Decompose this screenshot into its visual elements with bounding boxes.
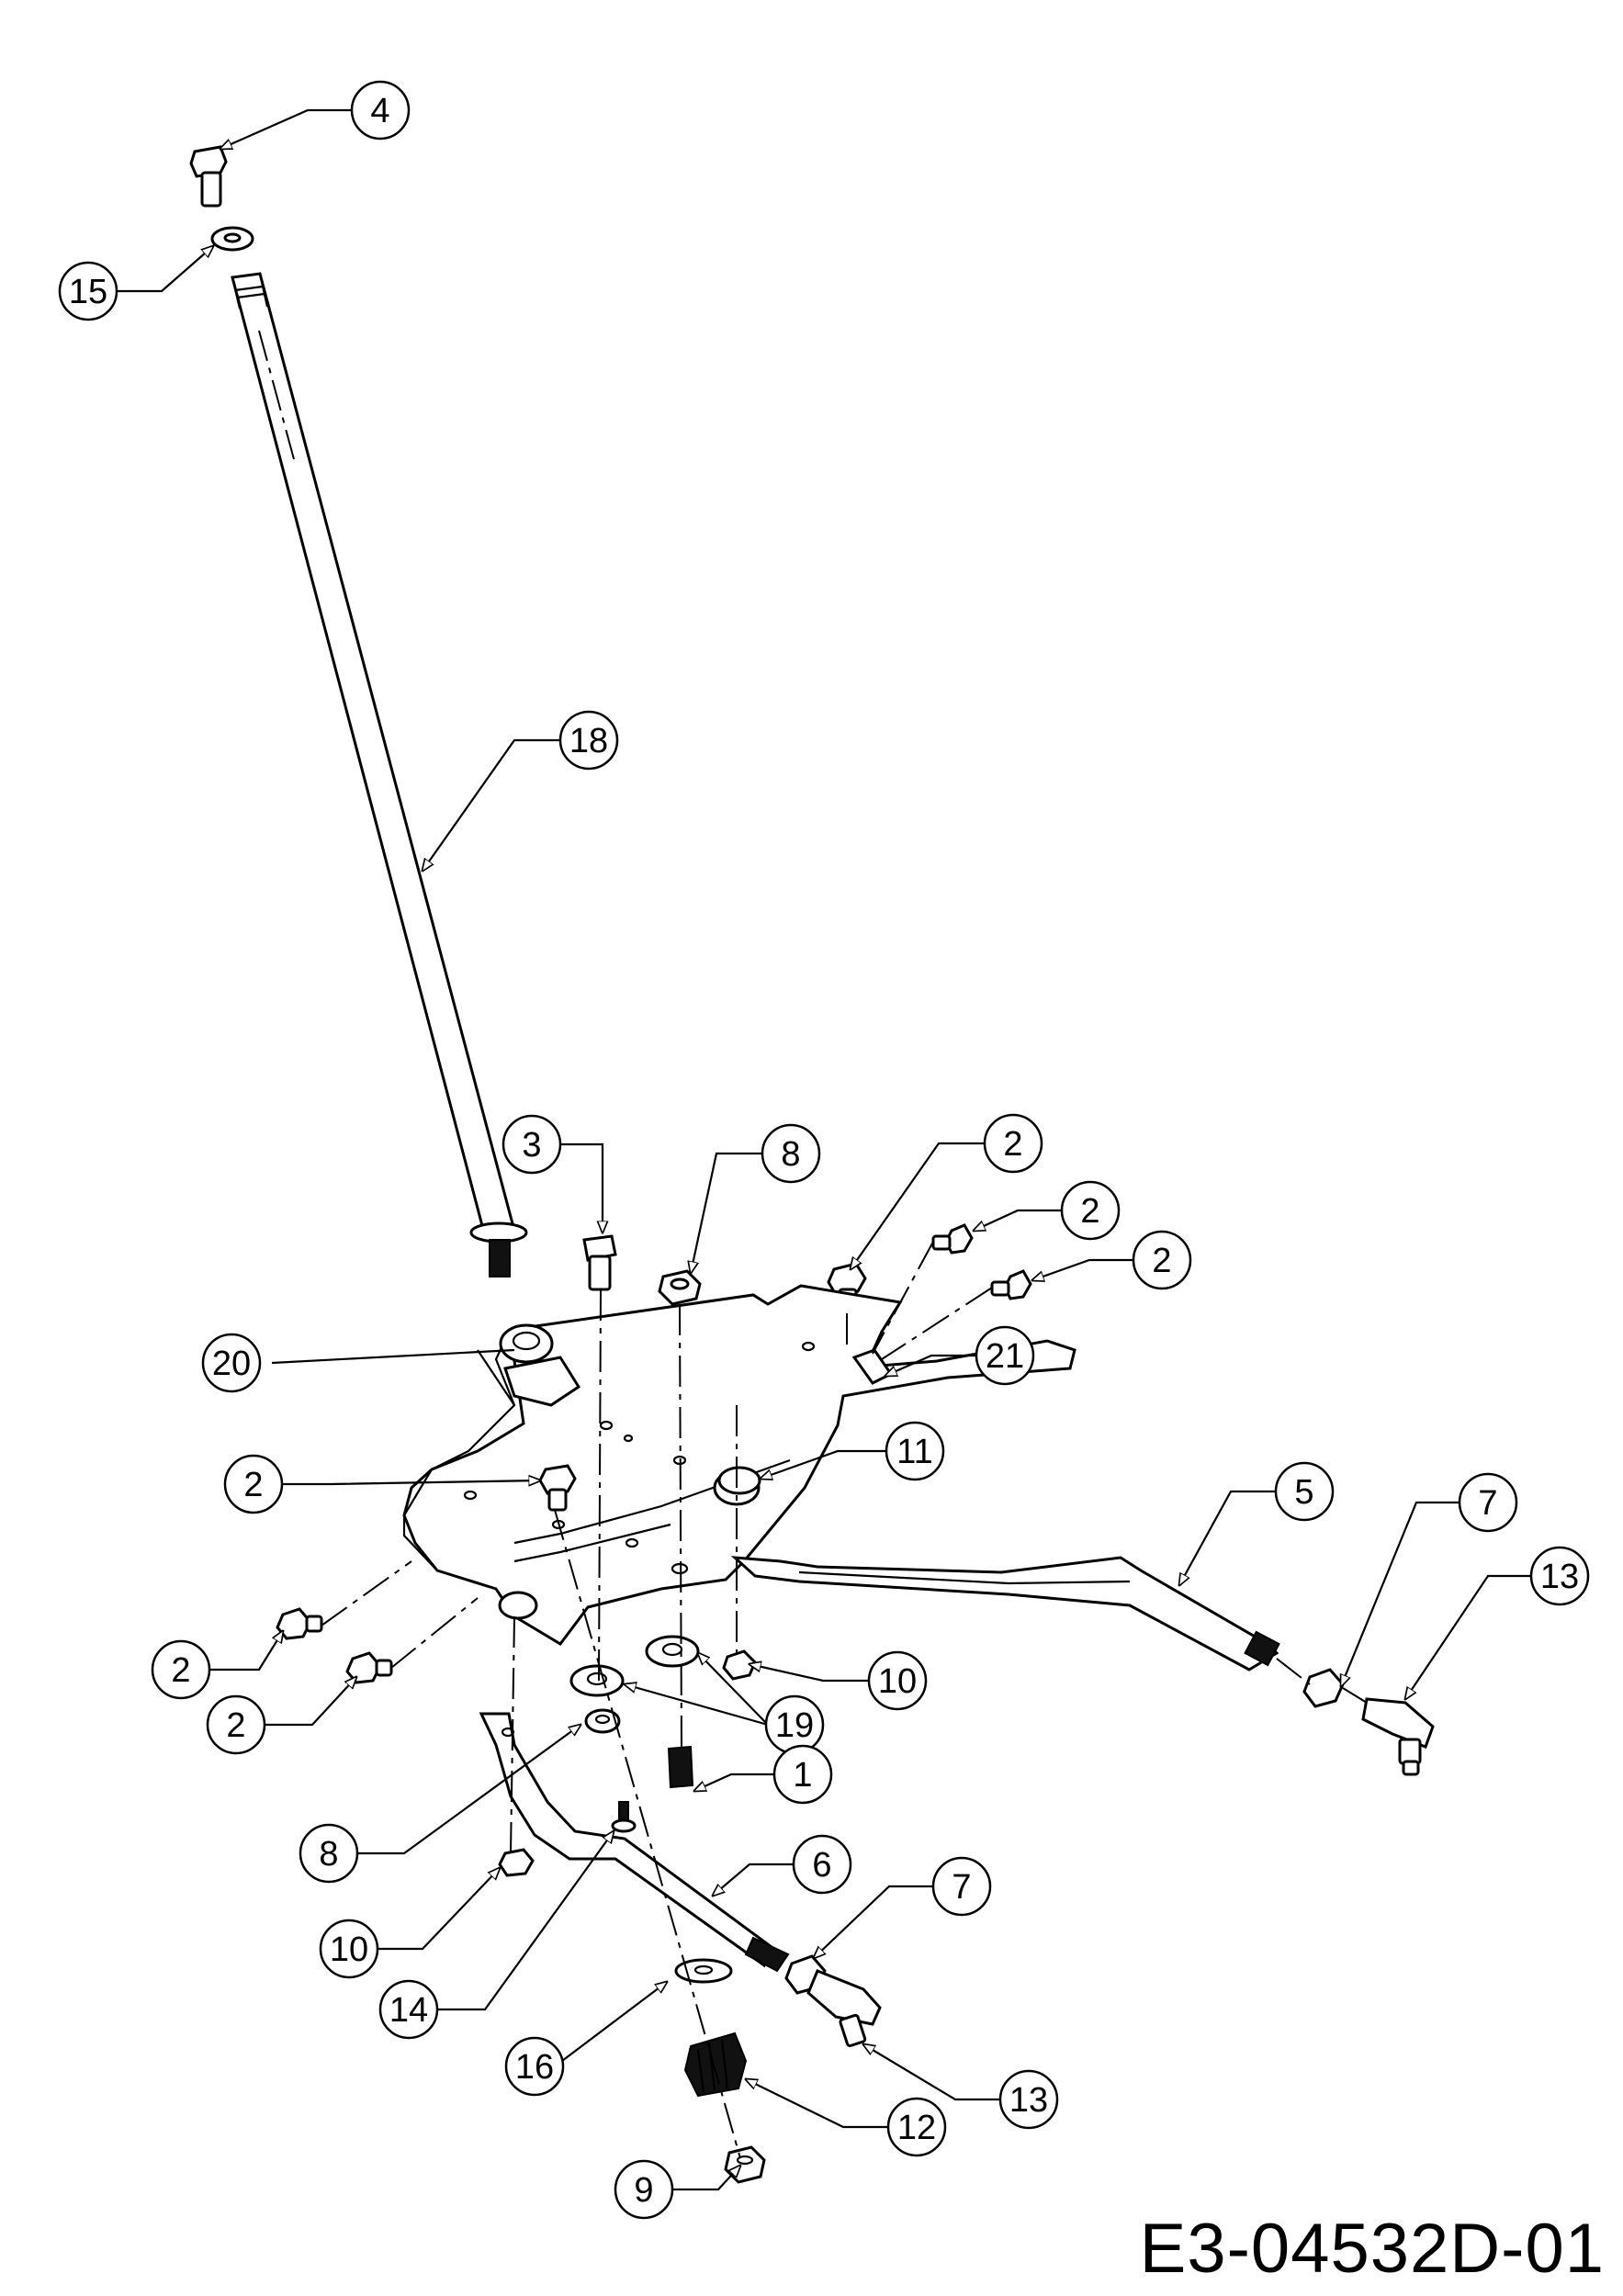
callout-4: 4 bbox=[350, 80, 411, 141]
callout-5: 5 bbox=[1274, 1461, 1335, 1522]
callout-2-a: 2 bbox=[983, 1113, 1043, 1174]
part-bolt-2b bbox=[931, 1223, 974, 1255]
svg-text:5: 5 bbox=[1294, 1473, 1313, 1512]
svg-text:7: 7 bbox=[952, 1868, 971, 1907]
svg-text:2: 2 bbox=[1003, 1125, 1022, 1164]
callout-8-upper: 8 bbox=[761, 1123, 821, 1184]
callout-9: 9 bbox=[614, 2159, 674, 2220]
part-bushing-11 bbox=[717, 1466, 761, 1495]
callout-2-b: 2 bbox=[1060, 1180, 1121, 1241]
callout-20: 20 bbox=[201, 1333, 262, 1393]
callout-10-lower: 10 bbox=[319, 1919, 379, 1979]
part-bolt-2c bbox=[990, 1269, 1032, 1300]
part-bolt-2f bbox=[345, 1651, 393, 1684]
svg-text:10: 10 bbox=[878, 1662, 917, 1701]
part-bolt-top bbox=[189, 145, 228, 208]
callout-1: 1 bbox=[772, 1744, 833, 1805]
callout-18: 18 bbox=[558, 710, 619, 771]
callout-11: 11 bbox=[885, 1421, 945, 1481]
callout-8-lower: 8 bbox=[299, 1823, 359, 1884]
part-ball-joint-right bbox=[1361, 1697, 1435, 1776]
svg-text:16: 16 bbox=[515, 2048, 554, 2087]
svg-text:7: 7 bbox=[1478, 1484, 1497, 1523]
part-steering-shaft bbox=[231, 272, 528, 1277]
part-nut-upper bbox=[658, 1269, 702, 1306]
callout-group: 4 15 18 3 8 2 2 2 20 21 11 2 5 7 13 2 2 … bbox=[58, 80, 1590, 2220]
part-ball-joint-lower bbox=[806, 1969, 882, 2048]
part-nut-8-lower bbox=[584, 1708, 621, 1734]
callout-2-f: 2 bbox=[206, 1694, 266, 1755]
svg-text:6: 6 bbox=[812, 1846, 831, 1885]
svg-text:8: 8 bbox=[319, 1835, 338, 1874]
leader-lines bbox=[92, 108, 1534, 2191]
svg-text:2: 2 bbox=[171, 1651, 190, 1690]
callout-13-right: 13 bbox=[1529, 1546, 1590, 1606]
svg-text:4: 4 bbox=[370, 92, 389, 130]
part-nut-10-lower bbox=[498, 1848, 535, 1877]
part-screw-14 bbox=[611, 1801, 637, 1833]
callout-13-lower: 13 bbox=[998, 2069, 1059, 2130]
svg-text:2: 2 bbox=[226, 1706, 245, 1745]
callout-3: 3 bbox=[502, 1114, 562, 1175]
svg-text:2: 2 bbox=[1080, 1192, 1099, 1231]
part-bolt-2e bbox=[276, 1607, 323, 1640]
part-washer-16 bbox=[674, 1958, 733, 1984]
svg-text:20: 20 bbox=[212, 1345, 251, 1383]
part-washer-19a bbox=[569, 1664, 625, 1697]
assembly-centerlines bbox=[321, 1241, 1368, 2159]
callout-15: 15 bbox=[58, 261, 118, 321]
svg-text:3: 3 bbox=[522, 1126, 541, 1165]
part-steering-arm-lower bbox=[479, 1712, 790, 1973]
callout-10-upper: 10 bbox=[867, 1650, 928, 1711]
part-bolt-3 bbox=[582, 1234, 617, 1291]
svg-text:1: 1 bbox=[793, 1756, 812, 1795]
callout-7-lower: 7 bbox=[931, 1856, 992, 1917]
callout-2-d: 2 bbox=[223, 1454, 284, 1514]
svg-text:18: 18 bbox=[569, 722, 608, 760]
callout-21: 21 bbox=[975, 1325, 1035, 1386]
callout-12: 12 bbox=[886, 2097, 947, 2157]
part-bolt-1 bbox=[667, 1745, 694, 1789]
svg-text:12: 12 bbox=[897, 2109, 936, 2147]
part-nut-9 bbox=[724, 2145, 766, 2184]
svg-text:13: 13 bbox=[1540, 1558, 1579, 1596]
callout-6: 6 bbox=[792, 1834, 852, 1895]
callout-19: 19 bbox=[764, 1694, 825, 1755]
svg-text:13: 13 bbox=[1009, 2081, 1048, 2120]
callout-16: 16 bbox=[504, 2036, 565, 2097]
svg-text:19: 19 bbox=[775, 1706, 814, 1745]
part-washer-top bbox=[210, 226, 254, 252]
part-washer-19b bbox=[645, 1635, 700, 1668]
drawing-number: E3-04532D-01 bbox=[1139, 2210, 1605, 2288]
svg-text:14: 14 bbox=[389, 1991, 428, 2030]
callout-2-e: 2 bbox=[151, 1639, 211, 1700]
part-pinion-gear bbox=[683, 2032, 748, 2098]
part-tie-rod-right bbox=[730, 1556, 1280, 1671]
svg-text:2: 2 bbox=[243, 1466, 263, 1504]
svg-text:2: 2 bbox=[1152, 1242, 1171, 1280]
callout-14: 14 bbox=[378, 1979, 439, 2040]
svg-text:9: 9 bbox=[634, 2171, 653, 2210]
svg-text:11: 11 bbox=[896, 1433, 932, 1471]
callout-7-right: 7 bbox=[1458, 1472, 1518, 1533]
part-jam-nut-right bbox=[1302, 1668, 1345, 1708]
svg-text:10: 10 bbox=[330, 1930, 368, 1969]
svg-text:21: 21 bbox=[986, 1337, 1024, 1376]
svg-text:8: 8 bbox=[781, 1135, 800, 1174]
svg-text:15: 15 bbox=[69, 273, 107, 311]
callout-2-c: 2 bbox=[1132, 1230, 1192, 1290]
